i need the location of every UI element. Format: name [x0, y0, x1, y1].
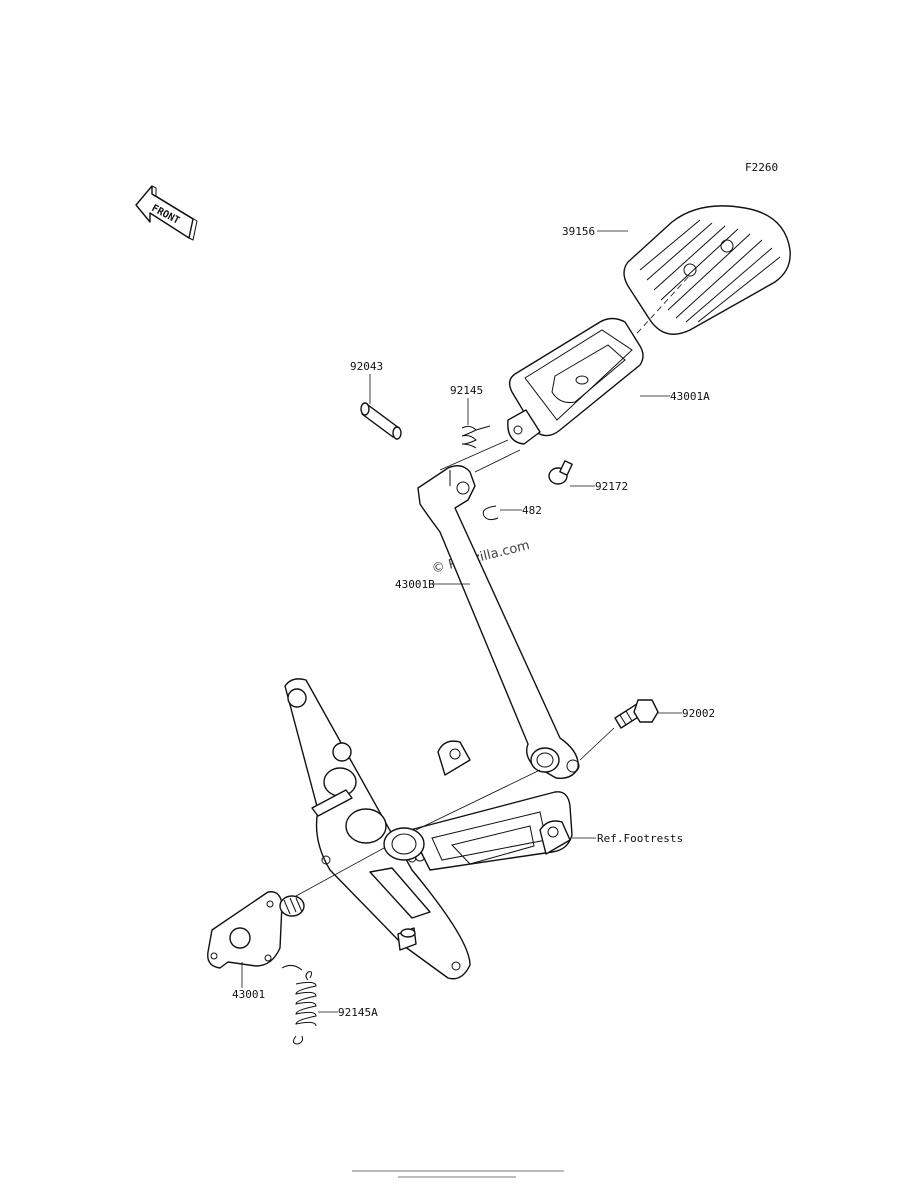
label-39156: 39156 [562, 225, 595, 238]
label-43001A: 43001A [670, 390, 710, 403]
label-43001: 43001 [232, 988, 265, 1001]
label-92172: 92172 [595, 480, 628, 493]
part-92043-pin[interactable] [360, 402, 402, 440]
part-92002-bolt[interactable] [614, 699, 659, 729]
label-482: 482 [522, 504, 542, 517]
part-92172-bolt[interactable] [548, 460, 573, 485]
pivot-axis-line [415, 769, 541, 831]
label-ref-footrests: Ref.Footrests [597, 832, 683, 845]
lever-axis-line [295, 847, 385, 897]
spring-mount-line [439, 439, 509, 471]
bolt-axis-line [579, 727, 615, 761]
fine-print-footer [352, 1170, 564, 1178]
label-92002: 92002 [682, 707, 715, 720]
label-43001B: 43001B [395, 578, 435, 591]
part-39156-pedal-pad[interactable] [623, 205, 791, 335]
part-43001-lever[interactable] [207, 891, 305, 969]
label-92145: 92145 [450, 384, 483, 397]
part-43001A-pedal-plate[interactable] [507, 317, 644, 445]
front-arrow-icon: FRONT [135, 185, 198, 241]
footrest-bracket [284, 678, 573, 980]
part-92145-spring[interactable] [461, 425, 491, 449]
part-43001B-pedal-arm[interactable] [417, 465, 580, 779]
diagram-code: F2260 [745, 161, 778, 174]
pivot-line-upper [474, 449, 521, 473]
part-92145A-spring[interactable] [281, 964, 317, 1045]
part-482-clip[interactable] [482, 505, 499, 521]
label-92145A: 92145A [338, 1006, 378, 1019]
label-92043: 92043 [350, 360, 383, 373]
